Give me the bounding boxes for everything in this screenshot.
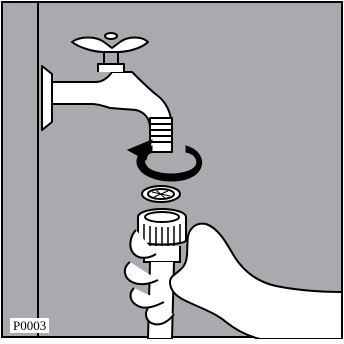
hand-icon (124, 222, 343, 340)
faucet-icon (41, 32, 173, 153)
figure-code-label: P0003 (10, 318, 50, 333)
filter-screen-icon (141, 185, 181, 203)
rotate-arrow-icon (126, 139, 202, 182)
